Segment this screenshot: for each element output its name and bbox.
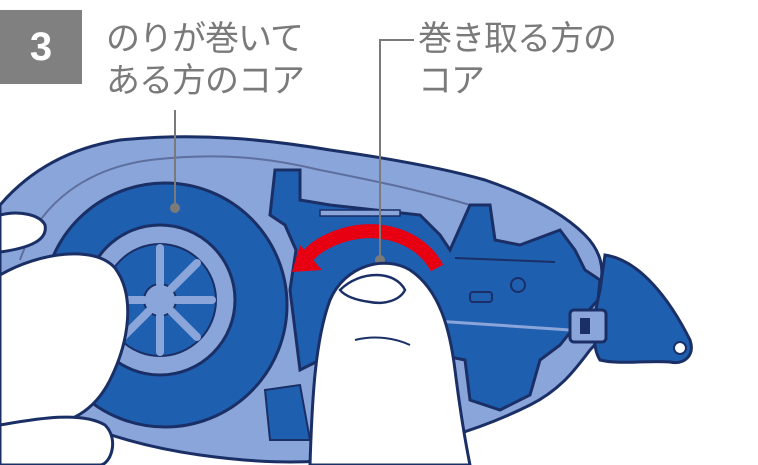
takeup-core-label-line2: コア [418, 61, 485, 101]
supply-core-label-line2: ある方のコア [106, 61, 305, 101]
body-groove [19, 155, 471, 261]
dispenser-head [568, 253, 693, 365]
rotation-arrow [292, 224, 444, 272]
takeup-core-label-line1: 巻き取る方の [418, 19, 617, 59]
supply-core-label-line1: のりが巻いて [106, 19, 304, 59]
step-number: 3 [29, 25, 53, 69]
takeup-leader-line [379, 39, 414, 260]
takeup-core-label: 巻き取る方の コア [418, 18, 617, 102]
left-hand [0, 211, 130, 465]
right-thumb [308, 261, 472, 465]
step-badge: 3 [0, 10, 82, 84]
supply-core-label: のりが巻いて ある方のコア [106, 18, 305, 102]
